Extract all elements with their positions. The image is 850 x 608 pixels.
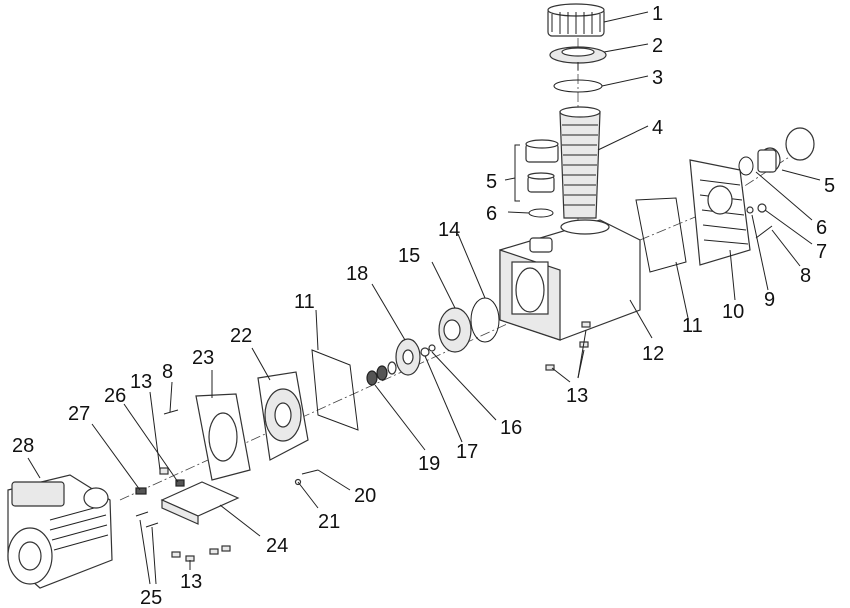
clip-26 (175, 479, 185, 487)
impeller-screw (428, 344, 436, 352)
strainer-lid (549, 46, 607, 70)
impeller (395, 338, 421, 376)
label-11-right: 11 (682, 315, 703, 337)
seal-plate (257, 371, 309, 461)
label-12: 12 (642, 343, 664, 365)
label-15: 15 (398, 245, 420, 267)
label-25: 25 (140, 587, 162, 608)
screw-25b (145, 522, 159, 528)
leader-lines (27, 11, 821, 585)
label-5-right: 5 (824, 175, 835, 197)
bolt-8-left (163, 409, 179, 415)
mechanical-seal (366, 361, 397, 386)
label-1: 1 (652, 3, 663, 25)
label-28: 28 (12, 435, 34, 457)
union-connector-left (514, 139, 559, 202)
bolt-20 (301, 469, 319, 475)
label-9: 9 (764, 289, 775, 311)
label-13-housing: 13 (566, 385, 588, 407)
screw-right (755, 225, 773, 239)
label-13-base: 13 (180, 571, 202, 593)
label-11-left: 11 (294, 291, 315, 313)
label-27: 27 (68, 403, 90, 425)
part-labels: 1 2 3 4 5 6 5 6 7 8 9 10 11 12 13 14 15 … (12, 3, 835, 608)
clip-13-upper (159, 467, 169, 475)
label-18: 18 (346, 263, 368, 285)
label-23: 23 (192, 347, 214, 369)
seal-plate-gasket (311, 349, 359, 431)
label-26: 26 (104, 385, 126, 407)
impeller-washer (420, 347, 430, 357)
label-21: 21 (318, 511, 340, 533)
label-4: 4 (652, 117, 663, 139)
label-24: 24 (266, 535, 288, 557)
housing-gasket-right (635, 197, 687, 273)
washer-right (746, 206, 754, 214)
union-o-ring-right (738, 156, 754, 176)
union-connector-right (757, 127, 815, 173)
label-6-right: 6 (816, 217, 827, 239)
diffuser-o-ring (470, 297, 500, 343)
label-3: 3 (652, 67, 663, 89)
feet-base (171, 545, 231, 562)
union-o-ring-left (528, 208, 554, 218)
label-13-upper: 13 (130, 371, 152, 393)
cover-plate (689, 159, 751, 266)
strainer-basket (559, 106, 601, 219)
nut-right (757, 203, 767, 213)
label-6-left: 6 (486, 203, 497, 225)
label-14: 14 (438, 219, 460, 241)
label-5-left: 5 (486, 171, 497, 193)
diffuser (438, 307, 472, 353)
pump-housing (499, 219, 641, 341)
label-10: 10 (722, 301, 744, 323)
motor-support-base (160, 481, 240, 525)
electric-motor (7, 474, 113, 589)
label-8-right: 8 (800, 265, 811, 287)
label-16: 16 (500, 417, 522, 439)
screw-25a (135, 511, 149, 517)
label-2: 2 (652, 35, 663, 57)
label-19: 19 (418, 453, 440, 475)
label-8-left: 8 (162, 361, 173, 383)
label-20: 20 (354, 485, 376, 507)
label-7: 7 (816, 241, 827, 263)
motor-bracket (195, 393, 251, 481)
label-22: 22 (230, 325, 252, 347)
label-17: 17 (456, 441, 478, 463)
shaft-key (135, 487, 147, 495)
lid-locking-ring (547, 3, 605, 37)
